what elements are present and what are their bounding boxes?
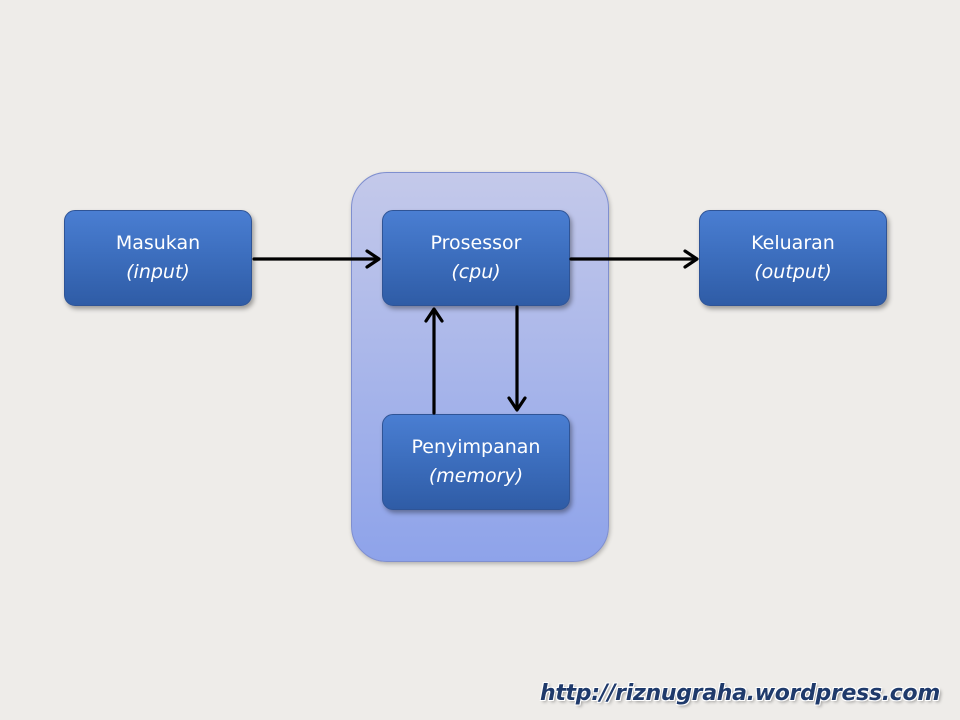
node-memory: Penyimpanan (memory) <box>382 414 570 510</box>
node-cpu: Prosessor (cpu) <box>382 210 570 306</box>
node-memory-subtitle: (memory) <box>428 465 524 487</box>
node-input-subtitle: (input) <box>126 261 190 283</box>
node-memory-title: Penyimpanan <box>411 436 541 458</box>
node-output-subtitle: (output) <box>754 261 832 283</box>
node-output-title: Keluaran <box>751 232 835 254</box>
node-input-title: Masukan <box>115 232 201 254</box>
node-output: Keluaran (output) <box>699 210 887 306</box>
node-cpu-title: Prosessor <box>430 232 522 254</box>
node-cpu-subtitle: (cpu) <box>451 261 501 283</box>
node-input: Masukan (input) <box>64 210 252 306</box>
watermark-url: http://riznugraha.wordpress.com <box>539 681 940 706</box>
